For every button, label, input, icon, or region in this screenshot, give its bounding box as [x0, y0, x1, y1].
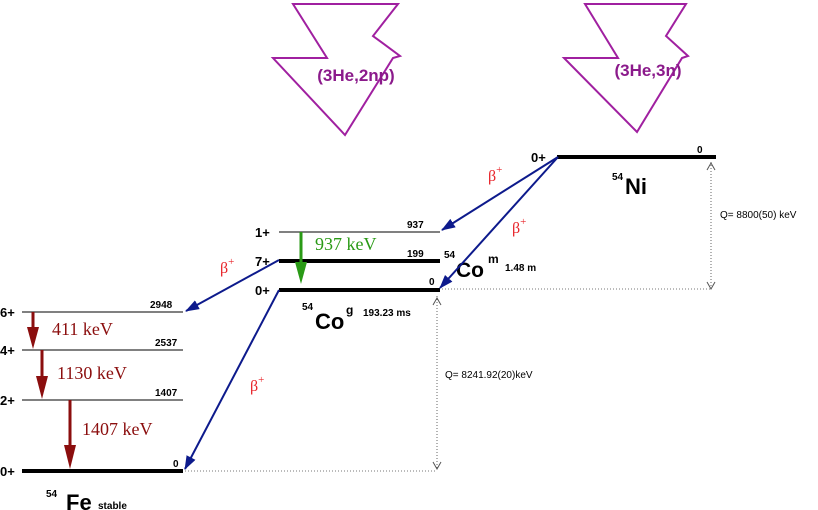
reaction-arrow-left: (3He,2np)	[270, 3, 403, 137]
fe-level-0-spin: 0+	[0, 464, 15, 479]
ni-q-value-marker: Q= 8800(50) keV	[439, 161, 797, 291]
co-m-mass: 54	[444, 250, 456, 261]
fe-level-1407: 2+ 1407	[0, 388, 183, 408]
beta-arrow-ni-to-co937	[441, 156, 559, 231]
co-g-mass: 54	[302, 302, 314, 313]
co-level-199-energy: 199	[407, 249, 424, 260]
co-m-half-life: 1.48 m	[505, 263, 536, 274]
ni-symbol: Ni	[625, 174, 647, 199]
co-q-value-marker: Q= 8241.92(20)keV	[185, 296, 533, 472]
gamma-1130: 1130 keV	[36, 350, 127, 399]
fe-level-2948: 6+ 2948	[0, 300, 183, 320]
svg-text:β+: β+	[512, 216, 526, 237]
gamma-1130-label: 1130 keV	[57, 363, 127, 383]
reaction-arrow-right: (3He,3n)	[561, 3, 690, 134]
co-m-label: 54 Co m 1.48 m	[444, 250, 536, 282]
co-g-label: 54 Co g 193.23 ms	[302, 302, 411, 334]
co-level-937-energy: 937	[407, 220, 424, 231]
co-g-symbol: Co	[315, 309, 344, 334]
beta-arrow-co-to-fe0	[184, 289, 280, 470]
gamma-411: 411 keV	[27, 312, 113, 349]
fe-level-0: 0+ 0	[0, 459, 183, 479]
fe-sub: stable	[98, 501, 127, 510]
co-g-sup: g	[346, 303, 353, 317]
ni-ground-level: 0+ 0	[531, 145, 716, 165]
gamma-937-label: 937 keV	[315, 234, 377, 254]
fe-level-2537-spin: 4+	[0, 343, 15, 358]
beta-arrow-co-to-fe2948	[185, 259, 280, 312]
fe-level-1407-spin: 2+	[0, 393, 15, 408]
co-level-0-spin: 0+	[255, 283, 270, 298]
fe-level-2537-energy: 2537	[155, 338, 178, 349]
co-level-0-energy: 0	[429, 277, 435, 288]
co-m-symbol: Co	[456, 259, 484, 282]
co-level-937-spin: 1+	[255, 225, 270, 240]
co-level-199-spin: 7+	[255, 254, 270, 269]
fe-level-2948-spin: 6+	[0, 305, 15, 320]
co-level-0: 0+ 0	[255, 277, 440, 298]
fe-level-2948-energy: 2948	[150, 300, 173, 311]
gamma-1407-label: 1407 keV	[82, 419, 153, 439]
co-m-sup: m	[488, 252, 499, 266]
fe-level-1407-energy: 1407	[155, 388, 178, 399]
reaction-label-right: (3He,3n)	[614, 61, 681, 80]
fe-level-2537: 4+ 2537	[0, 338, 183, 358]
gamma-1407: 1407 keV	[64, 400, 153, 469]
gamma-411-label: 411 keV	[52, 319, 113, 339]
ni-spin: 0+	[531, 150, 546, 165]
svg-text:β+: β+	[488, 164, 502, 185]
svg-text:β+: β+	[220, 256, 234, 277]
fe-label: 54 Fe stable	[46, 489, 127, 510]
fe-level-0-energy: 0	[173, 459, 179, 470]
svg-text:β+: β+	[250, 374, 264, 395]
ni-nucleus-label: 54 Ni	[612, 172, 647, 199]
fe-mass: 54	[46, 489, 58, 500]
reaction-label-left: (3He,2np)	[317, 66, 394, 85]
ni-q-value: Q= 8800(50) keV	[720, 210, 797, 221]
ni-energy: 0	[697, 145, 703, 156]
co-level-937: 1+ 937	[255, 220, 440, 240]
gamma-937: 937 keV	[295, 232, 377, 284]
beta-label-2: β+	[512, 216, 526, 237]
beta-arrow-ni-to-co0	[439, 156, 559, 289]
co-q-value: Q= 8241.92(20)keV	[445, 370, 533, 381]
beta-arrows	[184, 156, 559, 470]
fe-symbol: Fe	[66, 490, 92, 510]
beta-label-4: β+	[250, 374, 264, 395]
beta-label-3: β+	[220, 256, 234, 277]
ni-mass: 54	[612, 172, 624, 183]
co-level-199: 7+ 199	[255, 249, 440, 269]
co-g-half-life: 193.23 ms	[363, 308, 411, 319]
beta-label-1: β+	[488, 164, 502, 185]
